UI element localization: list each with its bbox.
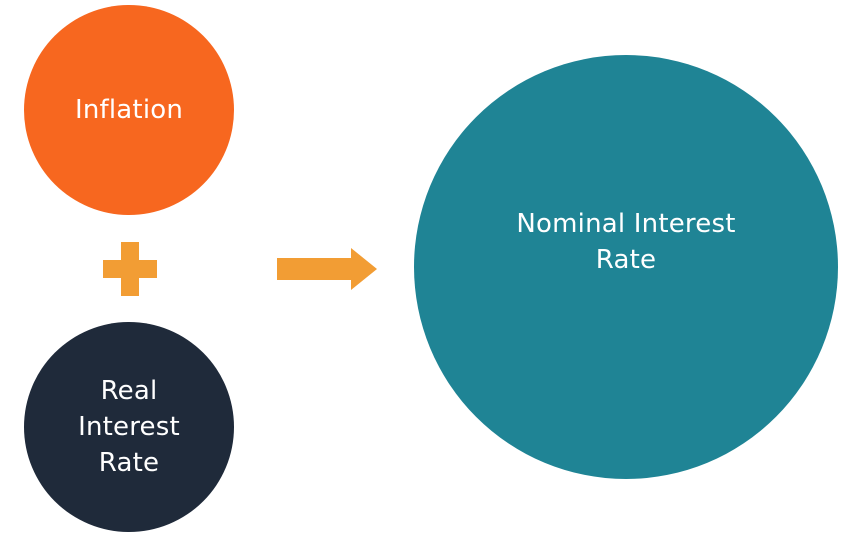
nominal-interest-rate-circle: Nominal Interest Rate [414,55,838,479]
real-interest-rate-label: Real Interest Rate [78,376,180,478]
real-interest-rate-circle: Real Interest Rate [24,322,234,532]
inflation-label: Inflation [74,95,184,125]
nominal-interest-rate-label: Nominal Interest Rate [516,209,736,275]
plus-icon-svg [103,242,157,296]
inflation-circle: Inflation [24,5,234,215]
plus-icon [103,242,157,296]
arrow-right-icon [277,248,377,290]
arrow-right-icon-svg [277,248,377,290]
